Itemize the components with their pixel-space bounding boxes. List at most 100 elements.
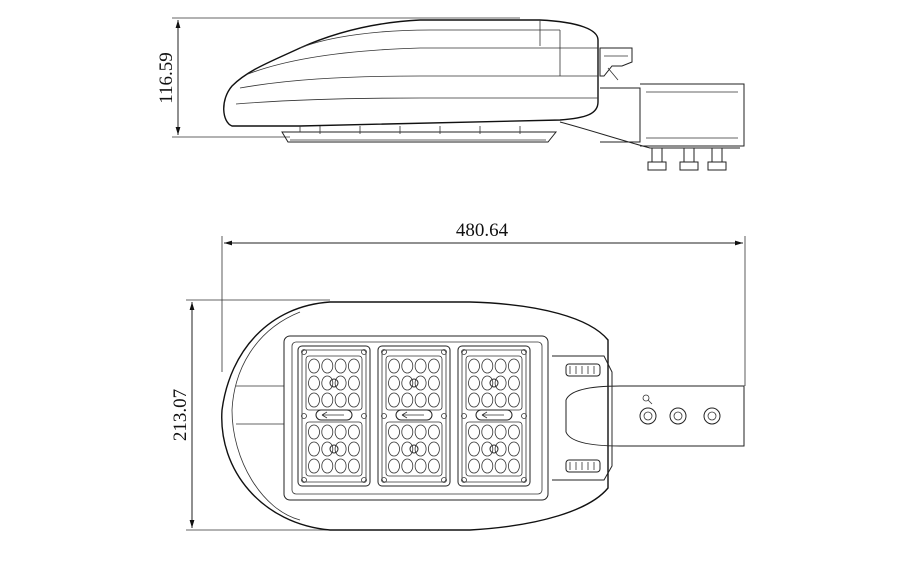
led-lens (414, 375, 427, 391)
led-lens (334, 392, 347, 408)
led-lens (321, 392, 334, 408)
led-lens (428, 358, 440, 374)
led-lens (508, 424, 520, 440)
screw-icon (441, 477, 447, 483)
luminaire-housing-top (221, 301, 609, 531)
led-lens (388, 392, 400, 408)
led-lens (468, 424, 480, 440)
led-lens (468, 358, 480, 374)
led-lens (481, 358, 494, 374)
led-lens (508, 441, 520, 457)
led-lens (508, 458, 520, 474)
top-view (186, 236, 746, 531)
led-lens (388, 358, 400, 374)
mount-bracket-top (552, 355, 613, 481)
screw-icon (301, 349, 307, 355)
led-lens (401, 392, 414, 408)
led-module-3 (457, 345, 531, 487)
led-lens (308, 392, 320, 408)
screw-icon (521, 349, 527, 355)
led-tray (283, 335, 549, 501)
led-lens (388, 375, 400, 391)
led-lens (348, 375, 360, 391)
led-lens (388, 441, 400, 457)
led-lens (414, 458, 427, 474)
led-lens (428, 375, 440, 391)
led-lens (468, 375, 480, 391)
screw-icon (461, 413, 467, 419)
led-lens (334, 424, 347, 440)
luminaire-housing-side (223, 19, 599, 127)
module-connector (395, 409, 433, 421)
led-lens (481, 441, 494, 457)
led-lens (334, 441, 347, 457)
led-lens (308, 358, 320, 374)
led-lens (428, 458, 440, 474)
led-module-1 (297, 345, 371, 487)
led-lens (321, 375, 334, 391)
led-lens (334, 358, 347, 374)
led-lens (508, 358, 520, 374)
led-lens (468, 458, 480, 474)
led-lens (481, 424, 494, 440)
screw-icon (381, 477, 387, 483)
overall-length-label: 480.64 (456, 220, 509, 241)
lens-side (281, 131, 558, 143)
led-lens (334, 375, 347, 391)
led-lens (494, 358, 507, 374)
led-lens (468, 392, 480, 408)
screw-icon (461, 477, 467, 483)
screw-icon (361, 349, 367, 355)
led-lens (468, 441, 480, 457)
led-lens (308, 441, 320, 457)
led-lens (321, 358, 334, 374)
mount-bolt-holes (639, 394, 721, 425)
led-lens (401, 358, 414, 374)
led-lens (348, 458, 360, 474)
mount-arm-top (565, 385, 745, 447)
led-lens (481, 458, 494, 474)
screw-icon (441, 349, 447, 355)
led-lens (428, 441, 440, 457)
led-lens (428, 392, 440, 408)
led-lens (494, 375, 507, 391)
led-lens (508, 375, 520, 391)
led-lens (321, 424, 334, 440)
led-lens (388, 424, 400, 440)
led-lens (348, 441, 360, 457)
mount-arm-side (600, 87, 641, 143)
mount-bolts-side (647, 147, 727, 171)
led-lens (348, 424, 360, 440)
top-width-label: 213.07 (170, 389, 191, 441)
led-lens (388, 458, 400, 474)
screw-icon (441, 413, 447, 419)
side-height-label: 116.59 (156, 52, 177, 104)
led-lens (414, 424, 427, 440)
screw-icon (381, 349, 387, 355)
screw-icon (521, 413, 527, 419)
led-lens (494, 458, 507, 474)
led-lens (308, 375, 320, 391)
led-lens (414, 441, 427, 457)
led-module-2 (377, 345, 451, 487)
led-lens (428, 424, 440, 440)
screw-icon (301, 477, 307, 483)
led-lens (334, 458, 347, 474)
screw-icon (461, 349, 467, 355)
led-lens (414, 358, 427, 374)
led-lens (321, 441, 334, 457)
module-connector (475, 409, 513, 421)
latch-side (599, 47, 633, 77)
screw-icon (361, 413, 367, 419)
led-lens (414, 392, 427, 408)
led-lens (494, 392, 507, 408)
led-lens (308, 424, 320, 440)
led-lens (401, 375, 414, 391)
module-connector (315, 409, 353, 421)
screw-icon (361, 477, 367, 483)
led-lens (508, 392, 520, 408)
led-lens (494, 424, 507, 440)
led-lens (481, 375, 494, 391)
led-lens (348, 358, 360, 374)
